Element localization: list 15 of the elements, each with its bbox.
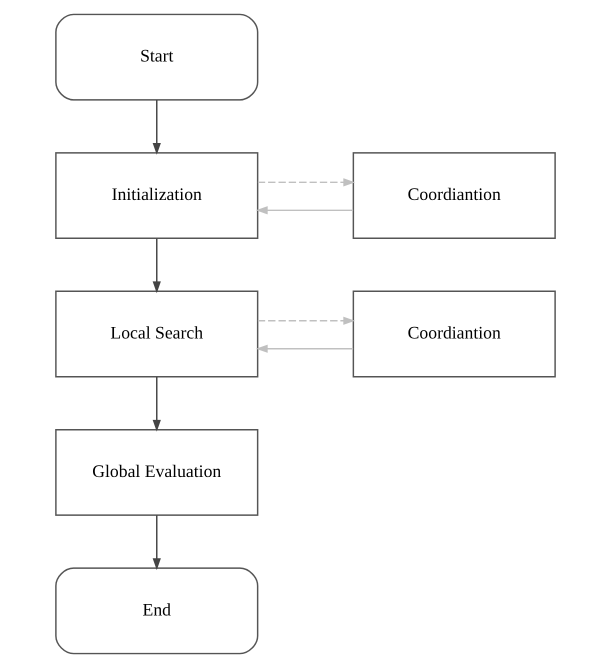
arrow	[152, 515, 161, 570]
node-box: Global Evaluation	[55, 428, 258, 516]
arrow	[256, 344, 354, 353]
arrow	[258, 316, 356, 325]
node-box: End	[55, 567, 258, 654]
node-box: Coordiantion	[352, 290, 556, 378]
arrow	[256, 206, 354, 214]
arrow	[152, 377, 161, 432]
arrow	[152, 100, 161, 155]
node-box: Local Search	[55, 290, 258, 378]
arrow	[258, 178, 356, 186]
arrow	[152, 238, 161, 294]
node-box: Initialization	[55, 152, 258, 240]
node-box: Coordiantion	[352, 152, 556, 240]
node-box: Start	[55, 14, 258, 101]
